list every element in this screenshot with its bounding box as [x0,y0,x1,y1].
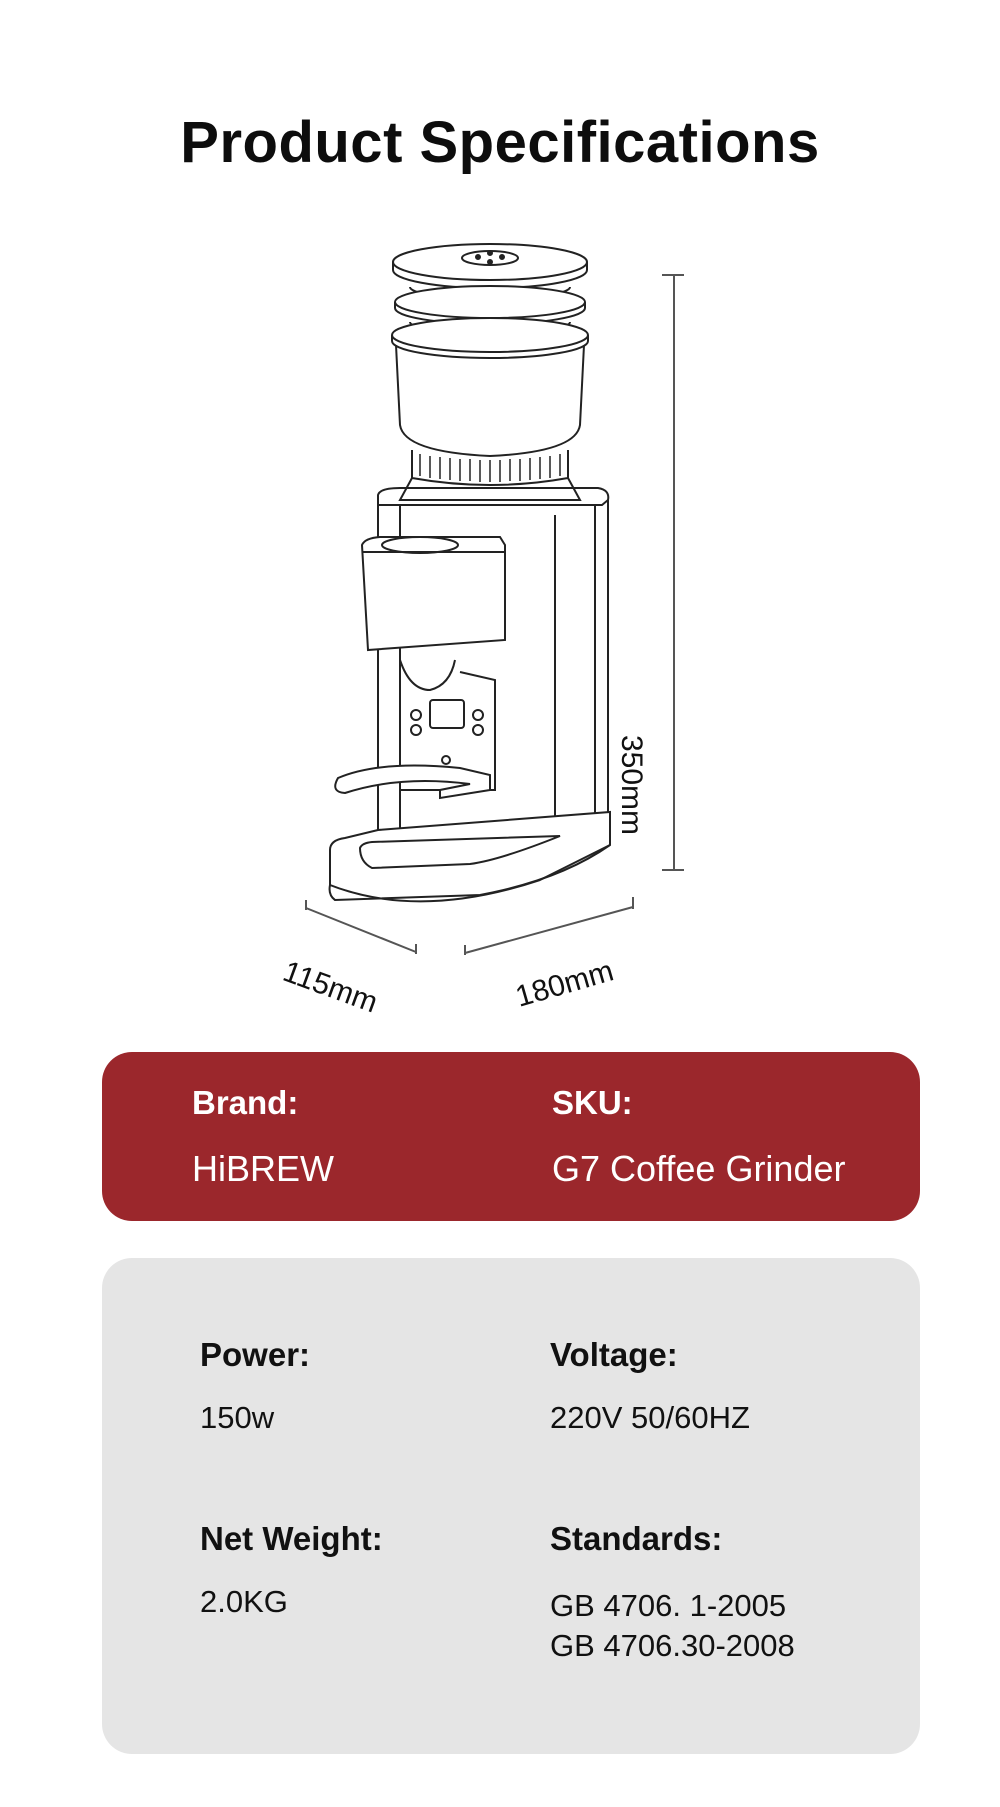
sku-field: SKU: G7 Coffee Grinder [552,1084,845,1190]
specs-card: Power: 150w Voltage: 220V 50/60HZ Net We… [102,1258,920,1754]
brand-field: Brand: HiBREW [192,1084,334,1190]
standards-field: Standards: GB 4706. 1-2005 GB 4706.30-20… [550,1520,795,1666]
height-dimension-label: 350mm [615,735,648,836]
product-diagram: 350mm 115mm 180mm [0,230,1000,1019]
voltage-value: 220V 50/60HZ [550,1400,750,1435]
brand-card: Brand: HiBREW SKU: G7 Coffee Grinder [102,1052,920,1221]
brand-value: HiBREW [192,1148,334,1189]
power-label: Power: [200,1336,311,1373]
net-weight-field: Net Weight: 2.0KG [200,1520,383,1622]
brand-label: Brand: [192,1084,299,1121]
power-value: 150w [200,1400,275,1435]
sku-value: G7 Coffee Grinder [552,1148,846,1189]
voltage-label: Voltage: [550,1336,678,1373]
standards-value-line-1: GB 4706. 1-2005 [550,1588,787,1623]
power-field: Power: 150w [200,1336,310,1438]
standards-value-line-2: GB 4706.30-2008 [550,1628,795,1663]
page-title: Product Specifications [180,109,820,175]
voltage-field: Voltage: 220V 50/60HZ [550,1336,750,1438]
standards-label: Standards: [550,1520,723,1557]
net-weight-label: Net Weight: [200,1520,383,1557]
sku-label: SKU: [552,1084,633,1121]
net-weight-value: 2.0KG [200,1584,288,1619]
coffee-grinder-drawing [305,243,684,955]
